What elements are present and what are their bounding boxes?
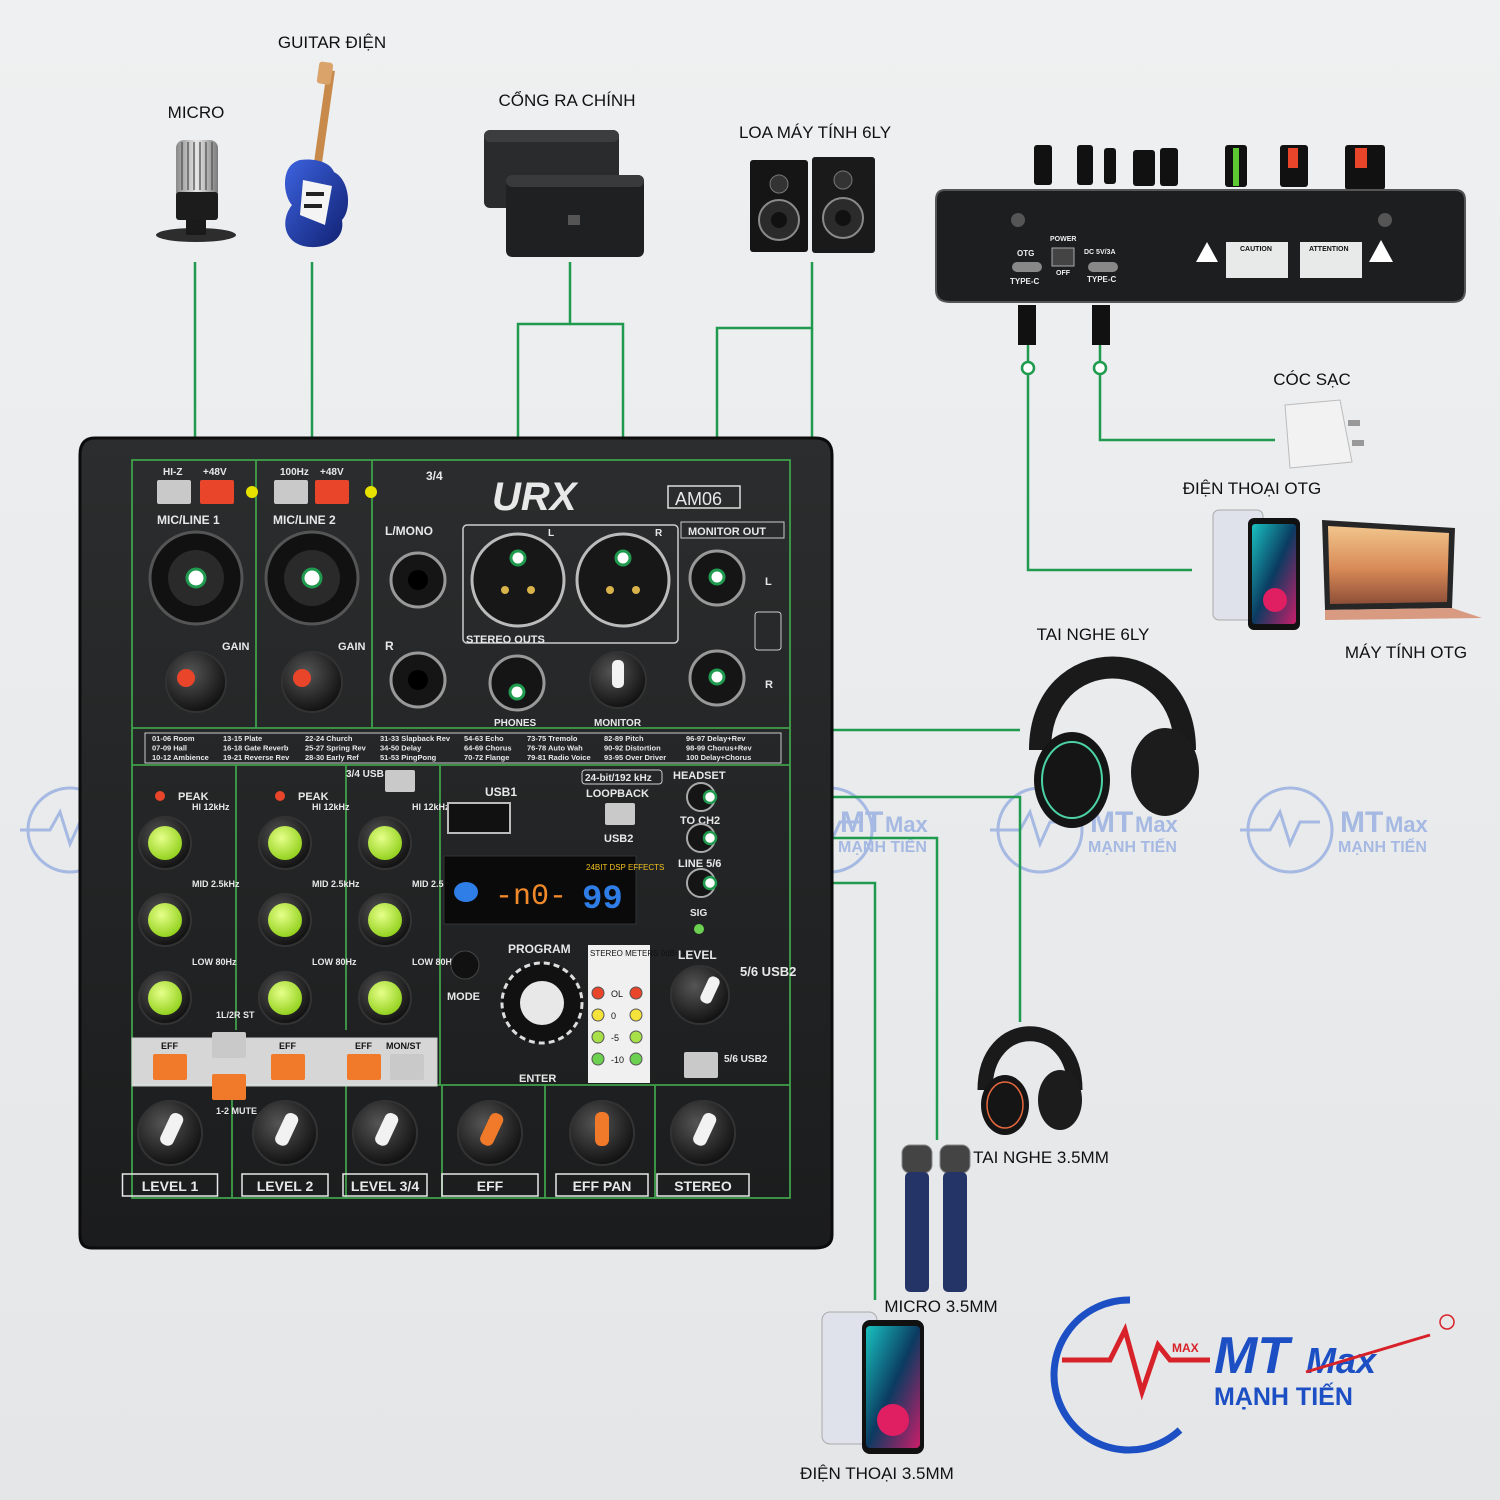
brand-small: MAX (1172, 1341, 1199, 1355)
brand-logo-mark (1054, 1300, 1210, 1450)
brand-main: MT (1214, 1327, 1293, 1385)
brand-sub: MẠNH TIẾN (1214, 1382, 1353, 1411)
